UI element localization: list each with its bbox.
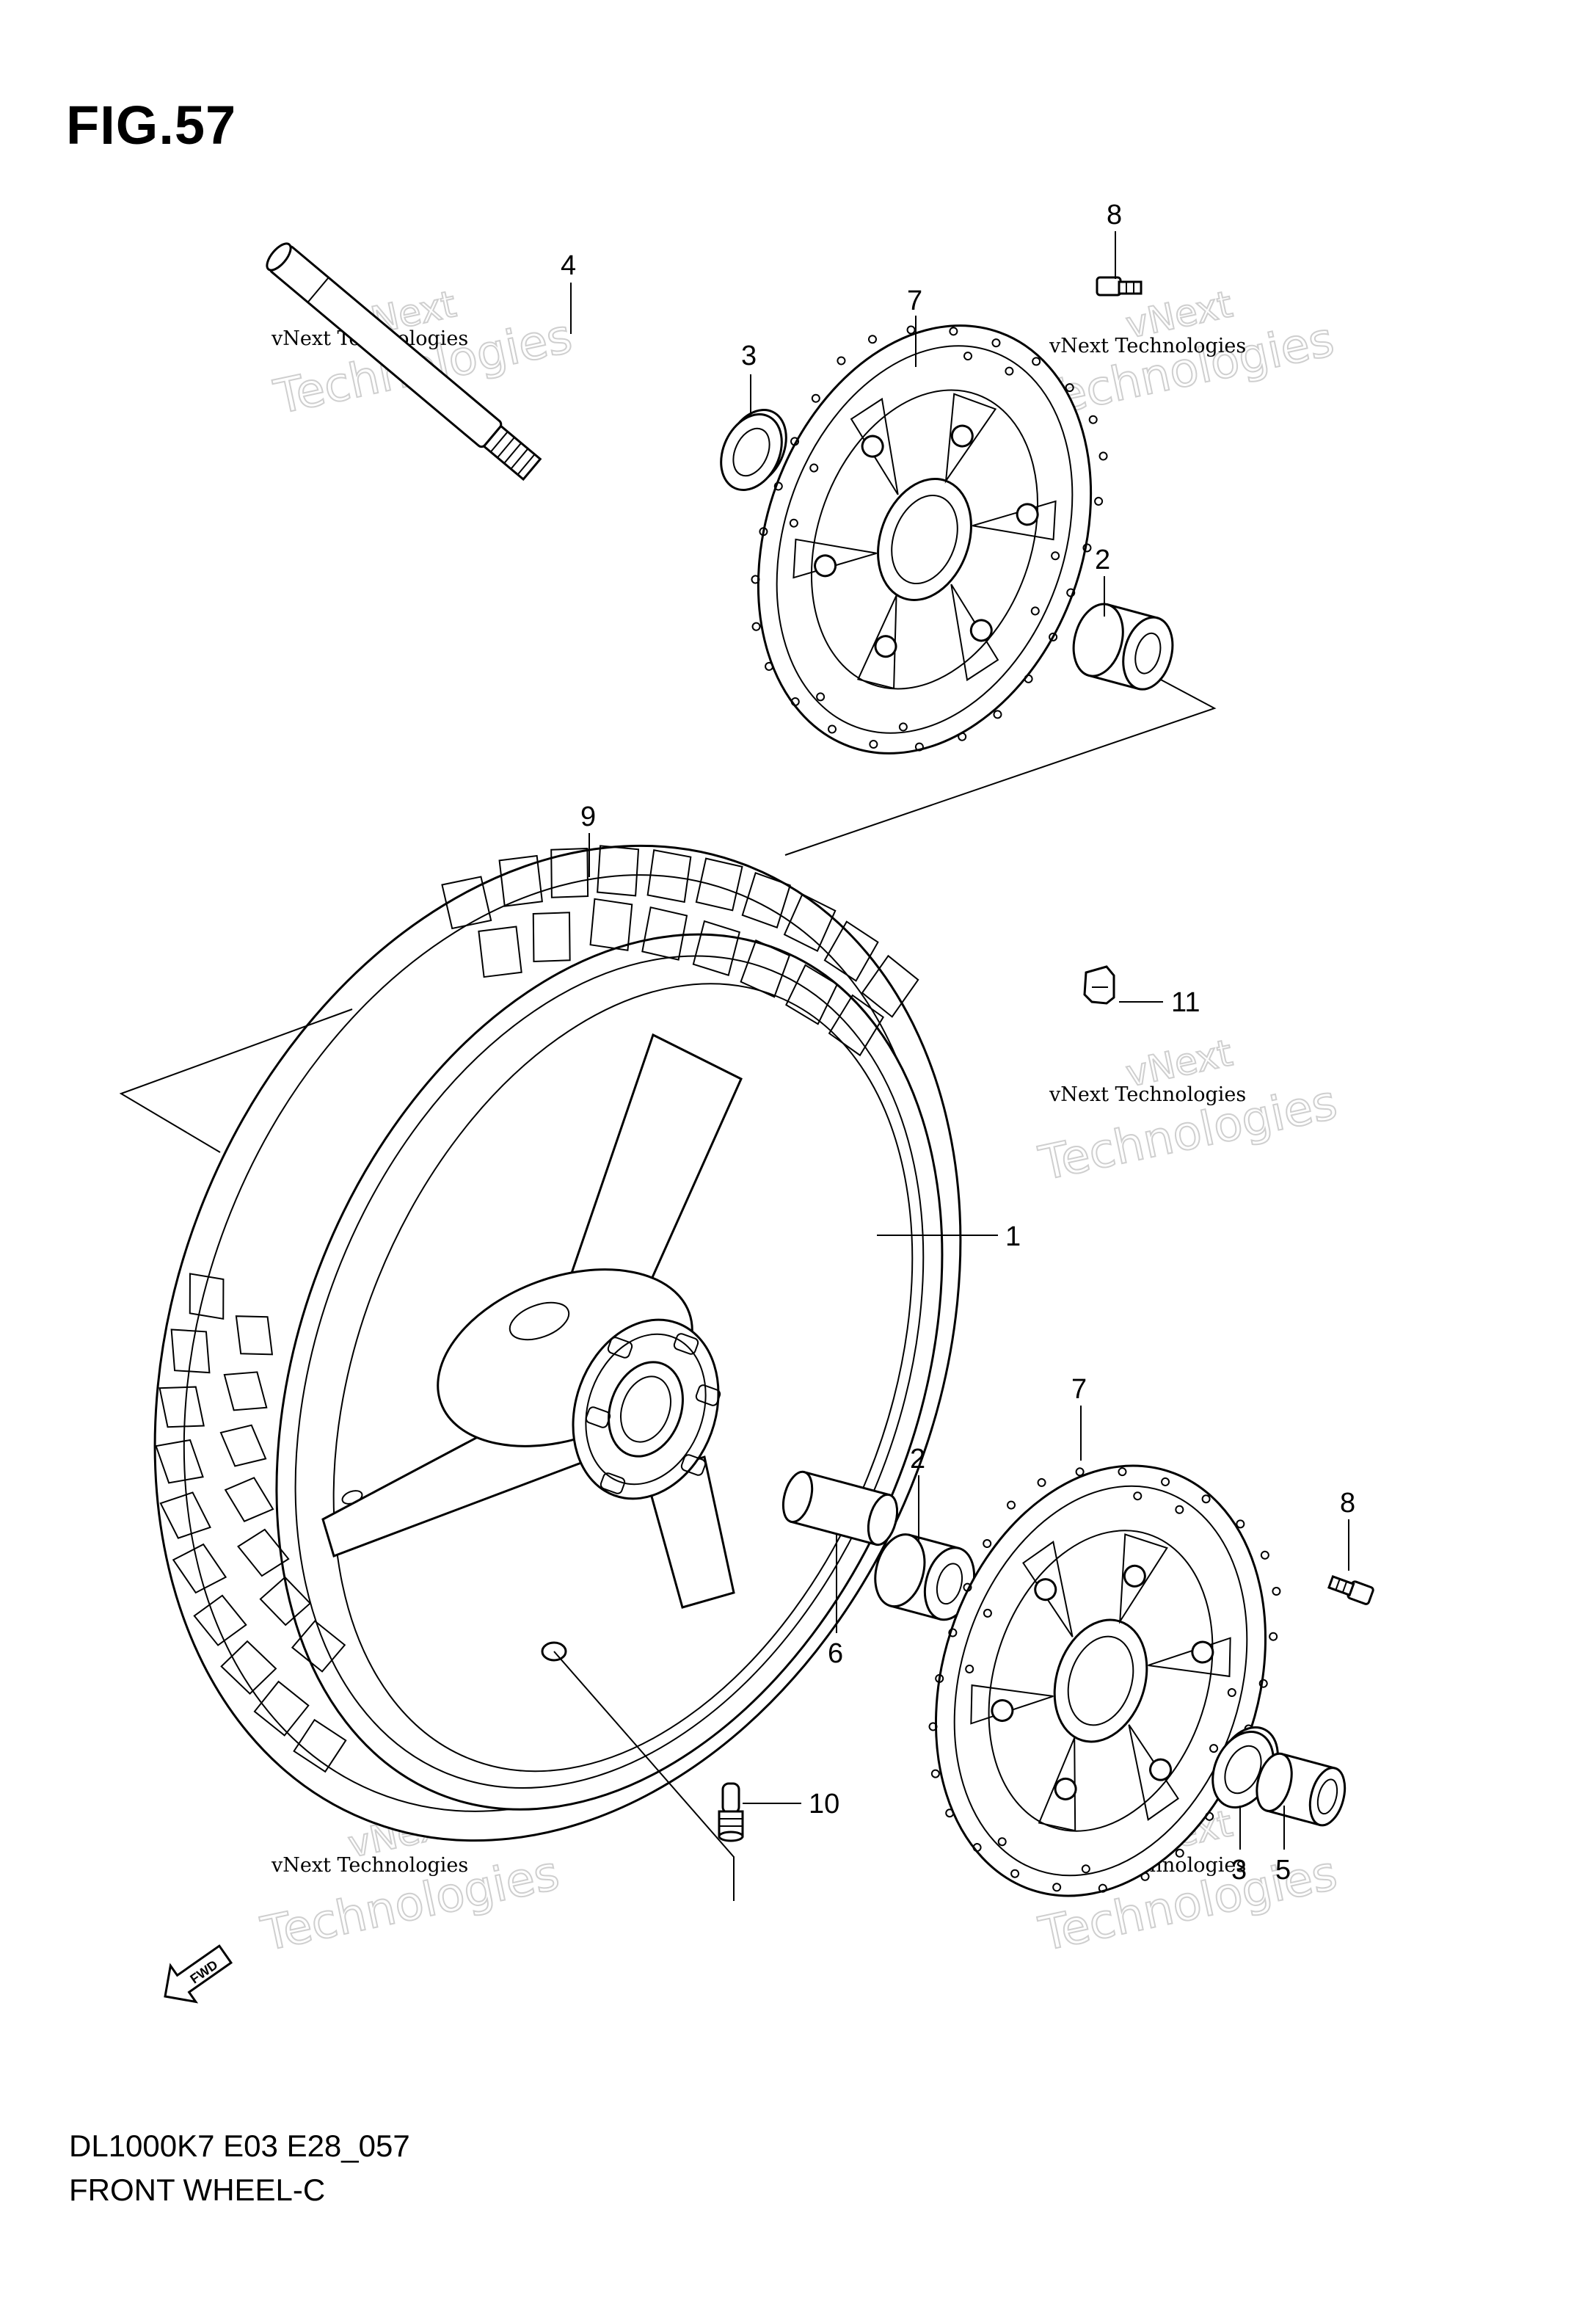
tire-tread-bottom	[155, 1273, 347, 1773]
model-code: DL1000K7 E03 E28_057	[69, 2129, 410, 2163]
disc-vent-holes	[928, 1467, 1281, 1893]
callout-7-bottom: 7	[1071, 1374, 1087, 1405]
watermark-mid-right: Technologies vNext vNext Technologies	[1034, 1030, 1343, 1192]
callout-2-top: 2	[1095, 545, 1110, 575]
leader-lines	[570, 231, 1349, 1850]
part-wheel-assembly	[153, 844, 962, 1842]
part-oil-seal-top	[720, 408, 787, 492]
assembly-guide-top	[784, 678, 1217, 856]
part-brake-disc-top	[751, 324, 1108, 755]
watermark-top-right: Technologies vNext vNext Technologies	[1031, 282, 1340, 429]
callout-1: 1	[1005, 1221, 1021, 1252]
callout-9: 9	[580, 801, 596, 832]
callout-6: 6	[828, 1638, 843, 1669]
tire-tread-top	[441, 845, 919, 1057]
part-bearing-top	[1072, 603, 1174, 691]
watermark-text: vNext Technologies	[1049, 1083, 1246, 1106]
watermark-text: vNext Technologies	[1049, 335, 1246, 357]
assembly-guide-left	[119, 1008, 353, 1153]
part-disc-bolt-bottom	[1327, 1574, 1374, 1605]
watermark-text: vNext Technologies	[271, 1854, 468, 1877]
callout-8-top: 8	[1107, 200, 1122, 230]
disc-vent-holes	[751, 325, 1108, 752]
fwd-arrow-icon: FWD	[164, 1944, 233, 2004]
diagram-name: FRONT WHEEL-C	[69, 2173, 326, 2207]
callout-8-bottom: 8	[1340, 1488, 1355, 1519]
part-disc-bolt-top	[1096, 276, 1143, 297]
figure-title: FIG.57	[66, 95, 237, 156]
part-bearing-bottom	[874, 1533, 975, 1621]
part-brake-disc-bottom	[928, 1464, 1281, 1897]
callout-4: 4	[561, 250, 576, 281]
part-valve	[718, 1782, 744, 1842]
assembly-guide-valve	[553, 1651, 735, 1901]
callout-5: 5	[1275, 1855, 1291, 1886]
part-clip	[1083, 965, 1115, 1005]
callout-labels: 4 8 7 3 2 9 11 1 7 2 8 6 10 3 5	[561, 200, 1355, 1886]
part-spacer	[781, 1470, 899, 1546]
part-axle	[266, 242, 542, 481]
callout-2-bottom: 2	[910, 1444, 925, 1475]
callout-7-top: 7	[907, 286, 922, 316]
callout-3-bottom: 3	[1231, 1855, 1247, 1886]
callout-10: 10	[809, 1789, 839, 1820]
part-wheel	[321, 1033, 743, 1662]
part-collar	[1256, 1752, 1347, 1827]
callout-3-top: 3	[741, 341, 757, 371]
callout-11: 11	[1171, 987, 1200, 1018]
